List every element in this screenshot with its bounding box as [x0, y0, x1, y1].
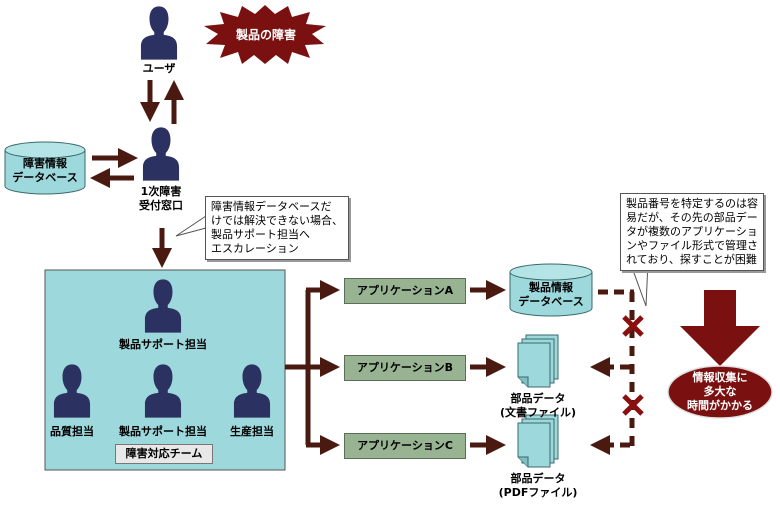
parts-pdf-line2: (PDFファイル) [498, 486, 578, 499]
product-db-line1: 製品情報 [529, 281, 573, 294]
callout-line: 障害情報データベースだ [211, 200, 332, 213]
parts-doc-line2: (文書ファイル) [499, 406, 577, 419]
big-down-arrow [680, 290, 760, 366]
product-database-cylinder [509, 263, 593, 317]
callout-line: れており、探すことが困難 [626, 253, 757, 266]
parts-pdf-label: 部品データ (PDFファイル) [498, 472, 578, 500]
user-label: ユーザ [142, 62, 176, 75]
team-branch-arrows [285, 280, 340, 455]
product-db-line2: データベース [518, 295, 584, 308]
first-line-label-line2: 受付窓口 [139, 199, 183, 212]
incident-db-line1: 障害情報 [23, 157, 67, 170]
incident-db-line2: データベース [12, 171, 78, 184]
incident-database-cylinder [4, 141, 86, 195]
problem-callout: 製品番号を特定するのは容 易だが、その先の部品デー タが複数のアプリケーショ ン… [620, 193, 764, 271]
team-name-label: 障害対応チーム [115, 444, 213, 464]
product-db-label: 製品情報 データベース [510, 281, 592, 309]
person-icon [142, 127, 180, 181]
product-failure-burst [204, 5, 326, 64]
application-b-box: アプリケーションB [344, 355, 466, 381]
application-a-box: アプリケーションA [344, 278, 466, 304]
team-member-label: 生産担当 [230, 425, 274, 438]
product-failure-label: 製品の障害 [235, 28, 296, 42]
result-line: 時間がかかる [687, 399, 753, 412]
result-line: 多大な [703, 385, 737, 398]
callout-line: 製品番号を特定するのは容 [626, 197, 758, 210]
blocked-x-icon [622, 315, 644, 337]
callout-line: 製品サポート担当へ [211, 228, 310, 241]
escalation-callout: 障害情報データベースだ けでは解決できない場合、 製品サポート担当へ エスカレー… [205, 196, 349, 260]
blocked-x-icon [622, 394, 644, 416]
dashed-search-path [590, 289, 635, 455]
callout-line: タが複数のアプリケーショ [626, 225, 758, 238]
result-line: 情報収集に [692, 371, 748, 384]
result-text: 情報収集に 多大な 時間がかかる [672, 371, 768, 413]
parts-doc-label: 部品データ (文書ファイル) [498, 392, 578, 420]
first-line-desk-label: 1次障害 受付窓口 [126, 185, 196, 213]
result-oval [667, 365, 773, 419]
parts-doc-line1: 部品データ [510, 392, 566, 405]
callout-line: エスカレーション [211, 242, 299, 255]
application-c-box: アプリケーションC [344, 433, 466, 459]
person-icon [140, 6, 178, 60]
first-line-label-line1: 1次障害 [140, 185, 182, 198]
incident-db-label: 障害情報 データベース [5, 157, 85, 185]
team-member-label: 製品サポート担当 [119, 338, 207, 351]
callout-line: ンやファイル形式で管理さ [626, 239, 758, 252]
team-member-label: 製品サポート担当 [119, 425, 207, 438]
callout-line: けでは解決できない場合、 [211, 214, 343, 227]
parts-pdf-line1: 部品データ [510, 472, 566, 485]
document-stack-icon [517, 414, 559, 468]
team-member-label: 品質担当 [50, 425, 94, 438]
escalation-callout-pointer [175, 215, 207, 237]
callout-line: 易だが、その先の部品デー [626, 211, 758, 224]
document-stack-icon [517, 334, 559, 388]
problem-callout-pointer [629, 261, 649, 307]
